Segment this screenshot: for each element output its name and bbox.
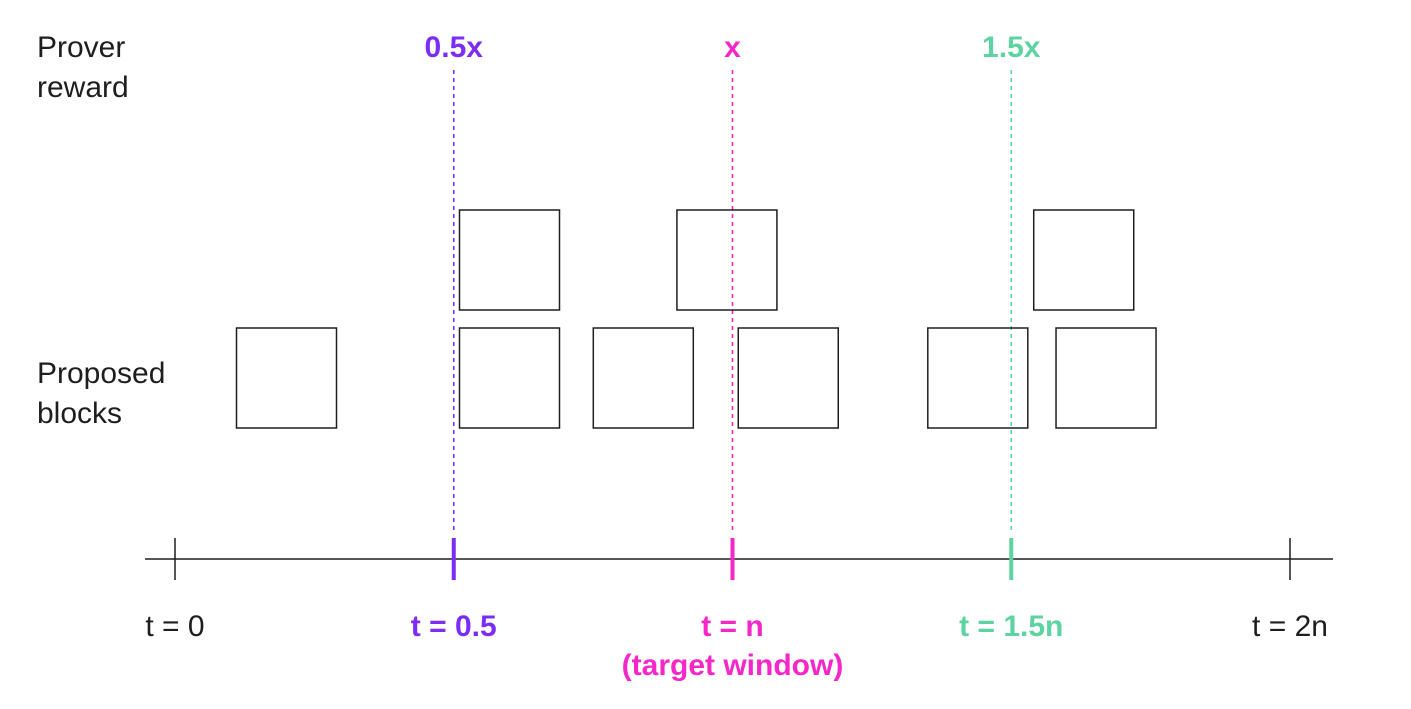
axis-tick-label-t15n: t = 1.5n — [959, 610, 1063, 643]
proposed-blocks-label-line2: blocks — [37, 397, 122, 430]
reward-marker-label-onehalf: 1.5x — [982, 31, 1041, 64]
proposed-block-2 — [458, 209, 561, 311]
axis-tick-sublabel-target-window: (target window) — [622, 649, 844, 682]
prover-reward-label-line1: Prover — [37, 31, 125, 64]
axis-tick-label-t2n: t = 2n — [1252, 610, 1328, 643]
reward-marker-label-target: x — [724, 31, 741, 64]
proposed-block-7 — [927, 327, 1029, 429]
proposed-blocks-label-line1: Proposed — [37, 357, 165, 390]
proposed-block-1 — [235, 327, 338, 429]
proposed-block-6 — [737, 327, 839, 429]
proposed-blocks-group — [235, 209, 1157, 429]
proposed-block-9 — [1055, 327, 1157, 429]
axis-tick-label-tn: t = n — [701, 610, 764, 643]
prover-reward-label-line2: reward — [37, 71, 129, 104]
axis-tick-label-t0: t = 0 — [145, 610, 204, 643]
reward-marker-label-half: 0.5x — [425, 31, 484, 64]
proposed-block-3 — [458, 327, 561, 429]
proposed-block-8 — [1032, 209, 1135, 311]
proposed-block-4 — [592, 327, 695, 429]
proposed-block-5 — [676, 209, 778, 311]
axis-tick-label-t05: t = 0.5 — [411, 610, 497, 643]
